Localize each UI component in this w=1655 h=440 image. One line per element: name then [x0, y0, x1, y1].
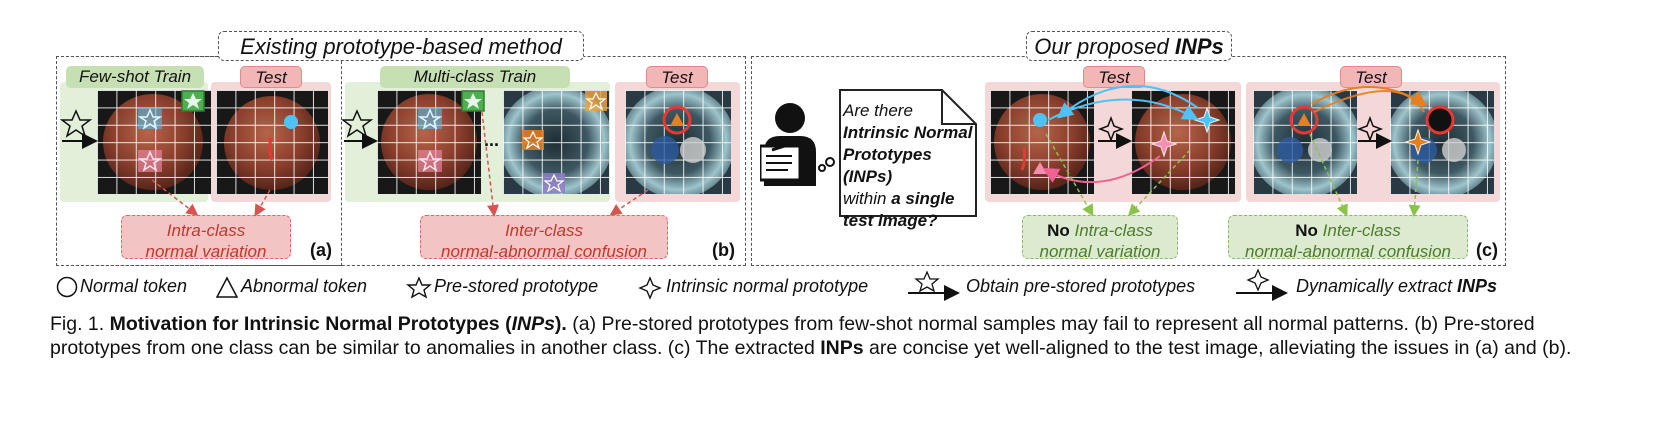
prototype-highlight	[138, 107, 162, 129]
legend-pre-stored-prototype: Pre-stored prototype	[434, 276, 599, 296]
abnormal-token	[670, 113, 684, 126]
existing-method-title: Existing prototype-based method	[218, 31, 584, 61]
test-image-a	[216, 90, 328, 194]
multi-class-train-label: Multi-class Train	[380, 66, 570, 88]
legend-intrinsic-normal-prototype: Intrinsic normal prototype	[666, 276, 869, 296]
figure-caption: Fig. 1. Motivation for Intrinsic Normal …	[50, 313, 1572, 359]
legend-obtain-pre-stored: Obtain pre-stored prototypes	[966, 276, 1196, 296]
inter-class-confusion-note: Inter-class normal-abnormal confusion	[420, 215, 668, 261]
star-icon	[543, 173, 565, 193]
subfigure-c-label: (c)	[1476, 240, 1498, 260]
star-icon	[522, 130, 544, 150]
ellipsis: ...	[484, 130, 500, 150]
anomaly-region	[268, 137, 274, 161]
four-point-star-icon	[638, 276, 662, 300]
four-point-star-icon	[1150, 130, 1178, 158]
star-icon	[914, 270, 940, 293]
four-point-star-icon	[1246, 268, 1270, 292]
star-icon	[406, 276, 432, 299]
four-point-star-icon	[1404, 128, 1432, 156]
prototype-highlight	[138, 150, 162, 172]
test-label-b: Test	[646, 66, 708, 88]
star-icon	[417, 108, 443, 130]
star-icon	[585, 91, 607, 111]
test-image-c1-left	[990, 90, 1094, 194]
subfigure-a-label: (a)	[310, 240, 332, 260]
legend-abnormal-token: Abnormal token	[241, 276, 368, 296]
abnormal-token	[1033, 162, 1047, 174]
star-icon	[464, 93, 482, 109]
no-intra-class-variation-note: No Intra-class normal variation	[1022, 215, 1178, 261]
proposed-method-title: Our proposed INPs	[1026, 31, 1232, 61]
triangle-icon	[215, 276, 239, 298]
subfigure-a-frame	[56, 56, 342, 266]
subfigure-b-label: (b)	[712, 240, 735, 260]
four-point-star-icon	[1193, 106, 1221, 134]
star-icon	[184, 93, 202, 109]
normal-token	[284, 115, 298, 129]
test-label-c2: Test	[1340, 66, 1402, 88]
star-icon	[137, 150, 163, 172]
speech-bubble	[839, 89, 977, 217]
obtain-prototype-arrow-a	[59, 109, 98, 149]
no-inter-class-confusion-note: No Inter-class normal-abnormal confusion	[1228, 215, 1468, 261]
intra-class-variation-note: Intra-class normal variation	[121, 215, 291, 261]
star-icon	[417, 150, 443, 172]
four-point-star-icon	[1097, 115, 1125, 143]
test-label-a: Test	[240, 66, 302, 88]
person-with-pointer-icon	[760, 103, 835, 186]
few-shot-train-label: Few-shot Train	[66, 66, 204, 88]
legend-normal-token: Normal token	[80, 276, 188, 296]
four-point-star-icon	[1356, 115, 1384, 143]
obtain-prototype-arrow-b	[340, 109, 378, 149]
abnormal-token	[1297, 113, 1311, 126]
circle-icon	[56, 276, 78, 298]
legend-dynamically-extract: Dynamically extract INPs	[1296, 276, 1498, 296]
star-icon	[137, 108, 163, 130]
speech-text: Are there Intrinsic Normal Prototypes (I…	[843, 101, 973, 230]
